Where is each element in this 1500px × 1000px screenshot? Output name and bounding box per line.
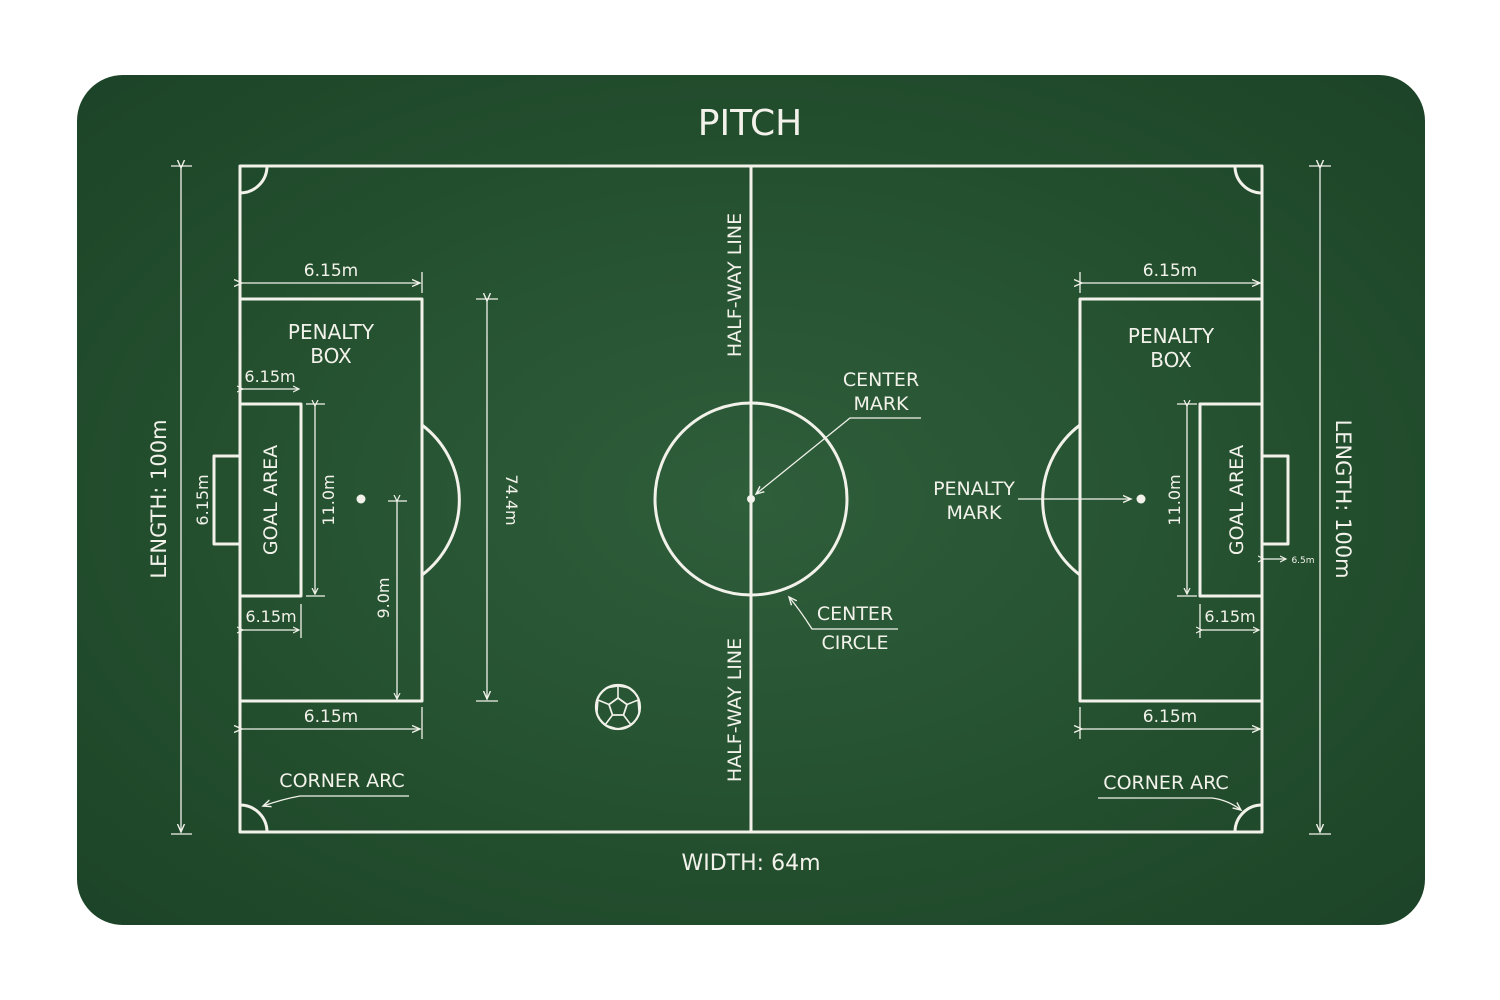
left-goal-area-top-width-label: 6.15m — [244, 367, 295, 386]
center-mark — [747, 495, 755, 503]
left-box-bottom-width-label: 6.15m — [304, 707, 358, 727]
right-goal-height-label: 11.0m — [1165, 474, 1184, 525]
left-box-height-label: 74.4m — [502, 474, 521, 525]
corner-arc-top-left — [238, 164, 269, 195]
center-circle — [653, 401, 849, 597]
right-penalty-mark — [1136, 494, 1146, 504]
center-circle-leader — [789, 597, 898, 630]
left-penalty-box-label-2: BOX — [310, 344, 352, 368]
right-box-bottom-width-label: 6.15m — [1143, 707, 1197, 727]
soccer-ball-icon — [594, 683, 642, 731]
left-corner-arc-leader — [263, 795, 409, 806]
corner-arc-bottom-left — [238, 803, 269, 834]
penalty-mark-label-2: MARK — [946, 502, 1002, 524]
left-penalty-distance-label: 9.0m — [374, 577, 393, 618]
center-mark-label-2: MARK — [853, 393, 909, 415]
right-goal — [1260, 454, 1290, 546]
width-label: WIDTH: 64m — [682, 851, 821, 876]
pitch-title: PITCH — [698, 103, 802, 144]
left-penalty-box-label-1: PENALTY — [288, 320, 375, 344]
right-corner-arc-leader — [1098, 797, 1241, 810]
center-mark-leader — [756, 417, 921, 494]
left-goal-width-label: 6.15m — [193, 474, 212, 525]
corner-arc-top-right — [1233, 164, 1264, 195]
left-goal — [212, 454, 242, 546]
right-goal-area-bottom-width-label: 6.15m — [1204, 607, 1255, 626]
halfway-label-bottom: HALF-WAY LINE — [724, 638, 746, 782]
right-goal-area-label: GOAL AREA — [1226, 445, 1248, 555]
right-penalty-box-label-1: PENALTY — [1128, 324, 1215, 348]
center-mark-label-1: CENTER — [843, 369, 919, 391]
right-penalty-box-label-2: BOX — [1150, 348, 1192, 372]
left-corner-arc-label: CORNER ARC — [279, 770, 404, 792]
center-circle-label-2: CIRCLE — [822, 632, 889, 654]
right-penalty-arc — [1041, 423, 1082, 577]
left-goal-area-label: GOAL AREA — [260, 445, 282, 555]
center-circle-label-1: CENTER — [817, 603, 893, 625]
right-corner-arc-label: CORNER ARC — [1103, 772, 1228, 794]
right-box-top-width-label: 6.15m — [1143, 261, 1197, 281]
left-penalty-arc — [420, 423, 461, 577]
right-length-label: LENGTH: 100m — [1331, 419, 1355, 578]
left-penalty-mark — [356, 494, 366, 504]
left-length-label: LENGTH: 100m — [147, 419, 171, 578]
corner-arc-bottom-right — [1233, 803, 1264, 834]
chalkboard: PITCH LENGTH: 100m LENGTH: 100m WIDTH: 6… — [77, 75, 1425, 925]
pitch-diagram: PITCH LENGTH: 100m LENGTH: 100m WIDTH: 6… — [147, 103, 1355, 876]
halfway-label-top: HALF-WAY LINE — [724, 213, 746, 357]
left-goal-height-label: 11.0m — [319, 474, 338, 525]
penalty-mark-label-1: PENALTY — [933, 478, 1015, 500]
right-goal-depth-label: 6.5m — [1291, 556, 1314, 566]
left-box-top-width-label: 6.15m — [304, 261, 358, 281]
left-goal-area-bottom-width-label: 6.15m — [245, 607, 296, 626]
